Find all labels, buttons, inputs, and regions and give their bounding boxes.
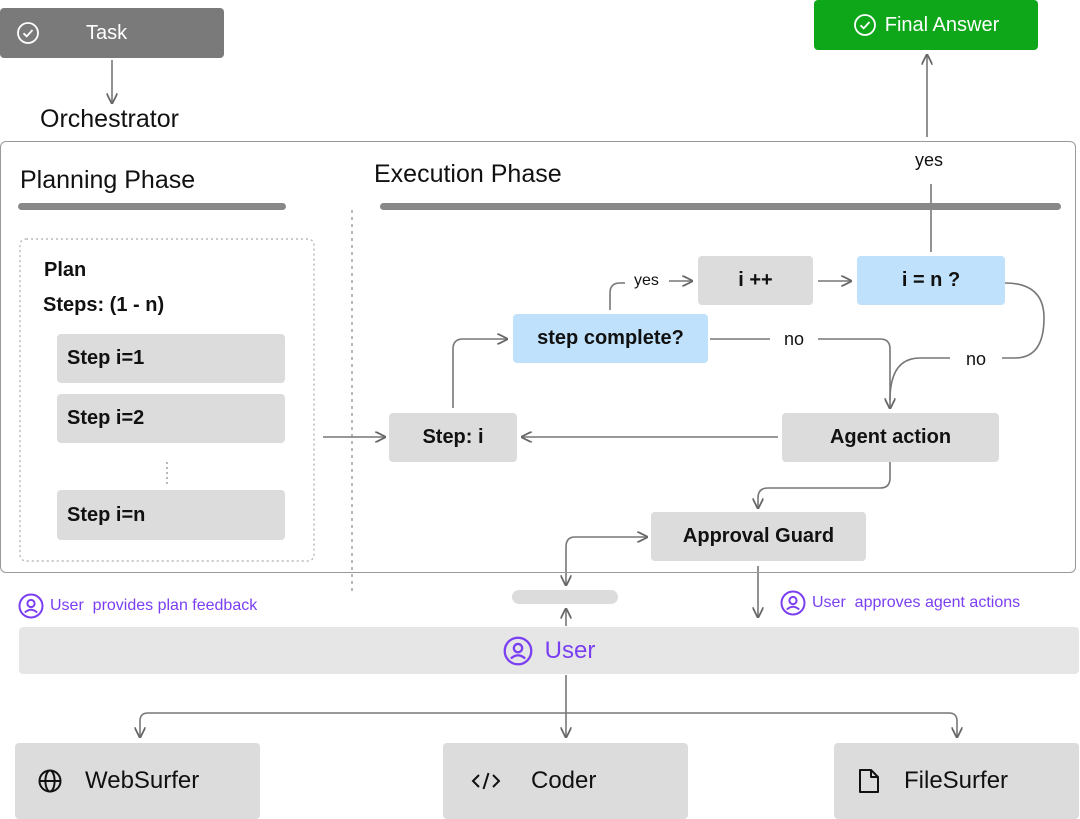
agent-coder: Coder	[443, 743, 688, 819]
file-icon	[858, 768, 880, 794]
task-label: Task	[86, 21, 128, 44]
agent-filesurfer-label: FileSurfer	[904, 767, 1009, 794]
plan-step-1: Step i=1	[57, 334, 285, 383]
plan-feedback-text: User provides plan feedback	[50, 597, 258, 614]
orchestrator-label: Orchestrator	[40, 105, 179, 133]
execution-phase-title: Execution Phase	[374, 160, 562, 188]
no-label-1: no	[784, 329, 805, 349]
no-label-2: no	[966, 349, 987, 369]
step-i-box: Step: i	[389, 413, 517, 462]
plan-feedback-note: User provides plan feedback	[18, 593, 257, 619]
planning-phase-title: Planning Phase	[20, 166, 196, 194]
user-circle-icon	[780, 590, 806, 616]
yes-label-top: yes	[913, 150, 946, 171]
user-bar: User	[19, 627, 1079, 674]
approval-guard-box: Approval Guard	[651, 512, 866, 561]
check-circle-icon	[16, 21, 40, 45]
step-complete-box: step complete?	[513, 314, 708, 363]
execution-phase-bar	[380, 203, 1061, 210]
final-answer-box: Final Answer	[814, 0, 1038, 50]
handoff-bar	[512, 590, 618, 604]
yes-label-small: yes	[634, 272, 659, 289]
task-box: Task	[0, 8, 224, 58]
agent-action-box: Agent action	[782, 413, 999, 462]
agent-filesurfer: FileSurfer	[834, 743, 1079, 819]
agent-coder-label: Coder	[531, 767, 597, 794]
user-circle-icon	[18, 593, 44, 619]
approve-actions-note: User approves agent actions	[780, 590, 1020, 616]
plan-step-2: Step i=2	[57, 394, 285, 443]
check-n-box: i = n ?	[857, 256, 1005, 305]
orchestrator-container	[0, 141, 1076, 573]
agent-websurfer-label: WebSurfer	[85, 767, 200, 794]
steps-range-label: Steps: (1 - n)	[43, 294, 165, 316]
plan-step-n: Step i=n	[57, 490, 285, 540]
final-answer-label: Final Answer	[884, 13, 1000, 36]
user-label: User	[544, 636, 596, 664]
planning-phase-bar	[18, 203, 286, 210]
globe-icon	[37, 768, 63, 794]
plan-label: Plan	[44, 259, 87, 281]
approve-actions-text: User approves agent actions	[812, 594, 1021, 611]
increment-box: i ++	[698, 256, 813, 305]
code-icon	[471, 769, 501, 793]
user-circle-icon	[503, 636, 533, 666]
agent-websurfer: WebSurfer	[15, 743, 260, 819]
check-circle-icon	[853, 13, 877, 37]
